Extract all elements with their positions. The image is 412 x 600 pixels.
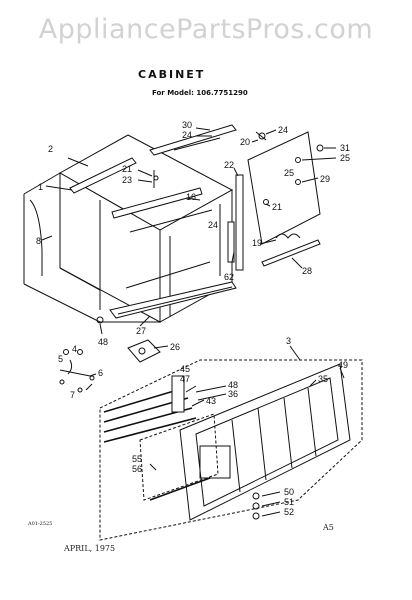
- footer-code-right: A5: [323, 523, 334, 532]
- callout-2: 2: [48, 144, 53, 154]
- callout-16: 16: [186, 192, 196, 202]
- callout-24b: 24: [278, 125, 288, 135]
- callout-26: 26: [170, 342, 180, 352]
- callout-55: 55: [132, 454, 142, 464]
- callout-52: 52: [284, 507, 294, 517]
- callout-22: 22: [224, 160, 234, 170]
- callout-20: 20: [240, 137, 250, 147]
- callout-4: 4: [72, 344, 77, 354]
- hardware-left: [59, 316, 161, 393]
- callout-35: 35: [318, 374, 328, 384]
- callout-49: 49: [338, 360, 348, 370]
- callout-7: 7: [70, 390, 75, 400]
- callout-29: 29: [320, 174, 330, 184]
- leader-lines: [41, 127, 345, 517]
- callout-48: 48: [228, 380, 238, 390]
- callout-51: 51: [284, 497, 294, 507]
- callout-1: 1: [38, 182, 43, 192]
- callout-24c: 24: [208, 220, 218, 230]
- callout-8: 8: [36, 236, 41, 246]
- watermark-logo: AppliancePartsPros.com: [38, 14, 374, 45]
- callout-24a: 24: [182, 130, 192, 140]
- callout-25a: 25: [340, 153, 350, 163]
- callout-45: 45: [180, 364, 190, 374]
- callout-43: 43: [206, 396, 216, 406]
- callout-28: 28: [302, 266, 312, 276]
- callout-6: 6: [98, 368, 103, 378]
- callout-5: 5: [58, 354, 63, 364]
- front-grille-assembly: [99, 359, 363, 541]
- callout-46: 48: [98, 337, 108, 347]
- callout-47: 47: [180, 374, 190, 384]
- callout-23: 23: [122, 175, 132, 185]
- callout-50: 50: [284, 487, 294, 497]
- callout-27: 27: [136, 326, 146, 336]
- callout-25b: 25: [284, 168, 294, 178]
- diagram-title: CABINET: [138, 68, 206, 81]
- callout-21a: 21: [122, 164, 132, 174]
- part-callouts: 2 1 8 21 23 16 30 24 24 20 31 25 25 22 2…: [36, 120, 350, 517]
- callout-19: 19: [252, 238, 262, 248]
- callout-21b: 21: [272, 202, 282, 212]
- callout-56: 56: [132, 464, 142, 474]
- callout-3: 3: [286, 336, 291, 346]
- top-rails: [69, 124, 237, 219]
- model-subtitle: For Model: 106.7751290: [152, 89, 248, 97]
- callout-36: 36: [228, 389, 238, 399]
- cabinet-shell: [23, 134, 237, 323]
- footer-code-left: A01-2525: [28, 521, 53, 527]
- footer-date: APRIL, 1975: [64, 544, 116, 553]
- callout-31: 31: [340, 143, 350, 153]
- callout-30: 30: [182, 120, 192, 130]
- callout-62: 62: [224, 272, 234, 282]
